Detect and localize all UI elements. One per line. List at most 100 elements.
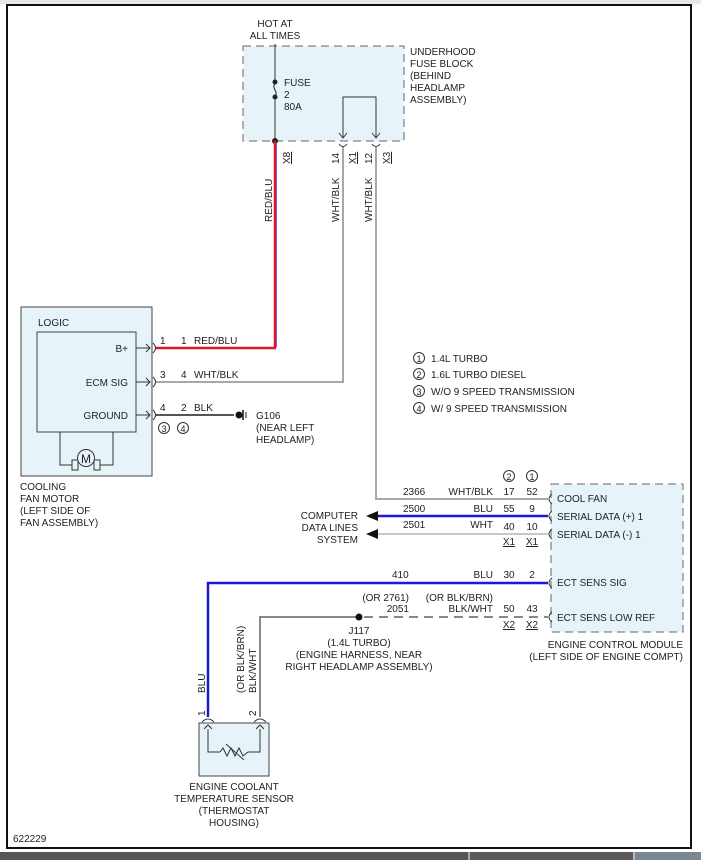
motor-lead-left bbox=[59, 432, 72, 466]
ground-loc-2: HEADLAMP) bbox=[256, 435, 314, 446]
fan-pin-b-2: 4 bbox=[181, 370, 187, 381]
internal-jumper bbox=[342, 96, 377, 137]
connector-socket-icon bbox=[548, 577, 553, 589]
note-4: 4 bbox=[180, 424, 185, 434]
fuse-rating: 80A bbox=[284, 102, 302, 113]
ecm-connector-x1-a: X1 bbox=[503, 537, 516, 548]
wire-ect-low-ref[interactable] bbox=[259, 616, 359, 717]
ecm-color-3: BLU bbox=[474, 570, 493, 581]
pin-connector-x8: X8 bbox=[282, 151, 293, 164]
fan-motor-name-2: FAN MOTOR bbox=[20, 494, 79, 505]
ecm-pin2-3: 30 bbox=[503, 570, 515, 581]
ground-loc-1: (NEAR LEFT bbox=[256, 423, 314, 434]
ecm-color-alt-4: (OR BLK/BRN) bbox=[426, 593, 493, 604]
pin-arrow-icon bbox=[371, 132, 381, 139]
legend-circle-2 bbox=[413, 368, 425, 380]
wire-label-wht-blk-2: WHT/BLK bbox=[364, 177, 375, 222]
bottom-scrollbar[interactable] bbox=[0, 852, 701, 860]
legend-text-3: W/O 9 SPEED TRANSMISSION bbox=[431, 387, 575, 398]
ecm-label-4: ECT SENS LOW REF bbox=[557, 613, 655, 624]
computer-data-lines: COMPUTER DATA LINES SYSTEM bbox=[301, 511, 359, 546]
thermistor-icon bbox=[219, 746, 249, 758]
ecm-circuit-2: 2501 bbox=[403, 520, 426, 531]
fuse-block-name-5: ASSEMBLY) bbox=[410, 95, 467, 106]
ecm-outline bbox=[550, 483, 684, 633]
note-circle-3 bbox=[158, 422, 170, 434]
engine-coolant-temp-sensor: 1 2 ENGINE COOLANT TEMPERATURE SENSOR (T… bbox=[174, 710, 294, 829]
data-lines-2: DATA LINES bbox=[302, 523, 359, 534]
fuse-block-name-3: (BEHIND bbox=[410, 71, 451, 82]
ecm-col-circle-1 bbox=[526, 470, 538, 482]
legend-text-1: 1.4L TURBO bbox=[431, 354, 488, 365]
ecm-connector-x2-a: X2 bbox=[503, 620, 516, 631]
fan-pin-a-3: 4 bbox=[160, 403, 166, 414]
fuse-block-name-4: HEADLAMP bbox=[410, 83, 465, 94]
connector-socket-icon bbox=[201, 718, 215, 723]
scrollbar-segment[interactable] bbox=[468, 852, 633, 860]
splice-j117: J117 (1.4L TURBO) (ENGINE HARNESS, NEAR … bbox=[285, 626, 432, 673]
cooling-fan-motor: LOGIC B+ ECM SIG GROUND M COOLING FAN MO… bbox=[20, 306, 239, 529]
fuse-terminal-top bbox=[272, 79, 278, 85]
wire-label-wht-blk-1: WHT/BLK bbox=[331, 177, 342, 222]
fan-pin-a-1: 1 bbox=[160, 336, 166, 347]
sensor-wire2-alt-label: (OR BLK/BRN) bbox=[236, 626, 247, 693]
ecm-color-2: WHT bbox=[470, 520, 493, 531]
legend-num-4: 4 bbox=[416, 404, 421, 414]
logic-box bbox=[36, 331, 137, 433]
ecm-name-1: ENGINE CONTROL MODULE bbox=[548, 640, 684, 651]
fuse-number: 2 bbox=[284, 90, 290, 101]
fan-wire-color-2: WHT/BLK bbox=[194, 370, 239, 381]
wire-red-blu[interactable] bbox=[156, 141, 277, 350]
pin-label-b-plus: B+ bbox=[115, 344, 128, 355]
sensor-pin2: 2 bbox=[248, 710, 259, 716]
wires: RED/BLU WHT/BLK WHT/BLK BLU (OR BLK/BRN)… bbox=[156, 141, 548, 717]
ecm-pin1-2: 10 bbox=[526, 522, 538, 533]
wire-wht-blk-fan[interactable] bbox=[156, 147, 344, 383]
splice-j117-node bbox=[355, 613, 363, 621]
wire-wht-blk-ecm[interactable] bbox=[375, 147, 548, 500]
data-lines-1: COMPUTER bbox=[301, 511, 358, 522]
fuse-block: HOT AT ALL TIMES UNDERHOOD FUSE BLOCK (B… bbox=[242, 19, 476, 164]
diagram-id: 622229 bbox=[13, 834, 47, 845]
ecm-circuit-alt-4: (OR 2761) bbox=[362, 593, 409, 604]
motor-symbol: M bbox=[81, 452, 91, 466]
top-strip bbox=[0, 0, 701, 4]
pin-arrow-icon bbox=[338, 132, 348, 139]
ecm-color-1: BLU bbox=[474, 504, 493, 515]
ecm-circuit-0: 2366 bbox=[403, 487, 426, 498]
connector-socket-icon bbox=[548, 493, 553, 505]
pin-number-14: 14 bbox=[331, 152, 342, 164]
pin-connector-x3: X3 bbox=[382, 151, 393, 164]
arrow-left-icon bbox=[366, 529, 378, 539]
wire-ect-sig-blu[interactable] bbox=[206, 581, 548, 717]
ecm-pin1-0: 52 bbox=[526, 487, 538, 498]
sensor-wire1-label: BLU bbox=[197, 674, 208, 693]
ecm-pin2-1: 55 bbox=[503, 504, 515, 515]
ecm-label-0: COOL FAN bbox=[557, 494, 607, 505]
connector-socket-icon bbox=[338, 143, 348, 147]
data-lines-3: SYSTEM bbox=[317, 535, 358, 546]
fan-motor-name-4: FAN ASSEMBLY) bbox=[20, 518, 98, 529]
ecm-col-header-1: 1 bbox=[529, 472, 534, 482]
legend-circle-3 bbox=[413, 385, 425, 397]
fan-motor-name-3: (LEFT SIDE OF bbox=[20, 506, 90, 517]
ecm-circuit-3: 410 bbox=[392, 570, 409, 581]
legend-circle-1 bbox=[413, 352, 425, 364]
scrollbar-thumb[interactable] bbox=[633, 852, 701, 860]
ecm-color-0: WHT/BLK bbox=[449, 487, 494, 498]
legend-num-2: 2 bbox=[416, 370, 421, 380]
sensor-wire2-label: BLK/WHT bbox=[248, 649, 259, 693]
ecm-pin2-2: 40 bbox=[503, 522, 515, 533]
splice-loc-2: RIGHT HEADLAMP ASSEMBLY) bbox=[285, 662, 432, 673]
fuse-terminal-bottom bbox=[272, 94, 278, 100]
connector-socket-icon bbox=[152, 342, 156, 354]
ground-g106: G106 (NEAR LEFT HEADLAMP) bbox=[235, 410, 314, 446]
ecm-pin1-1: 9 bbox=[529, 504, 535, 515]
ecm-pin1-3: 2 bbox=[529, 570, 535, 581]
pin-connector-x1: X1 bbox=[348, 151, 359, 164]
connector-socket-icon bbox=[548, 510, 553, 522]
fan-pin-b-1: 1 bbox=[181, 336, 187, 347]
motor-brush-left bbox=[71, 459, 79, 471]
legend-text-2: 1.6L TURBO DIESEL bbox=[431, 370, 526, 381]
